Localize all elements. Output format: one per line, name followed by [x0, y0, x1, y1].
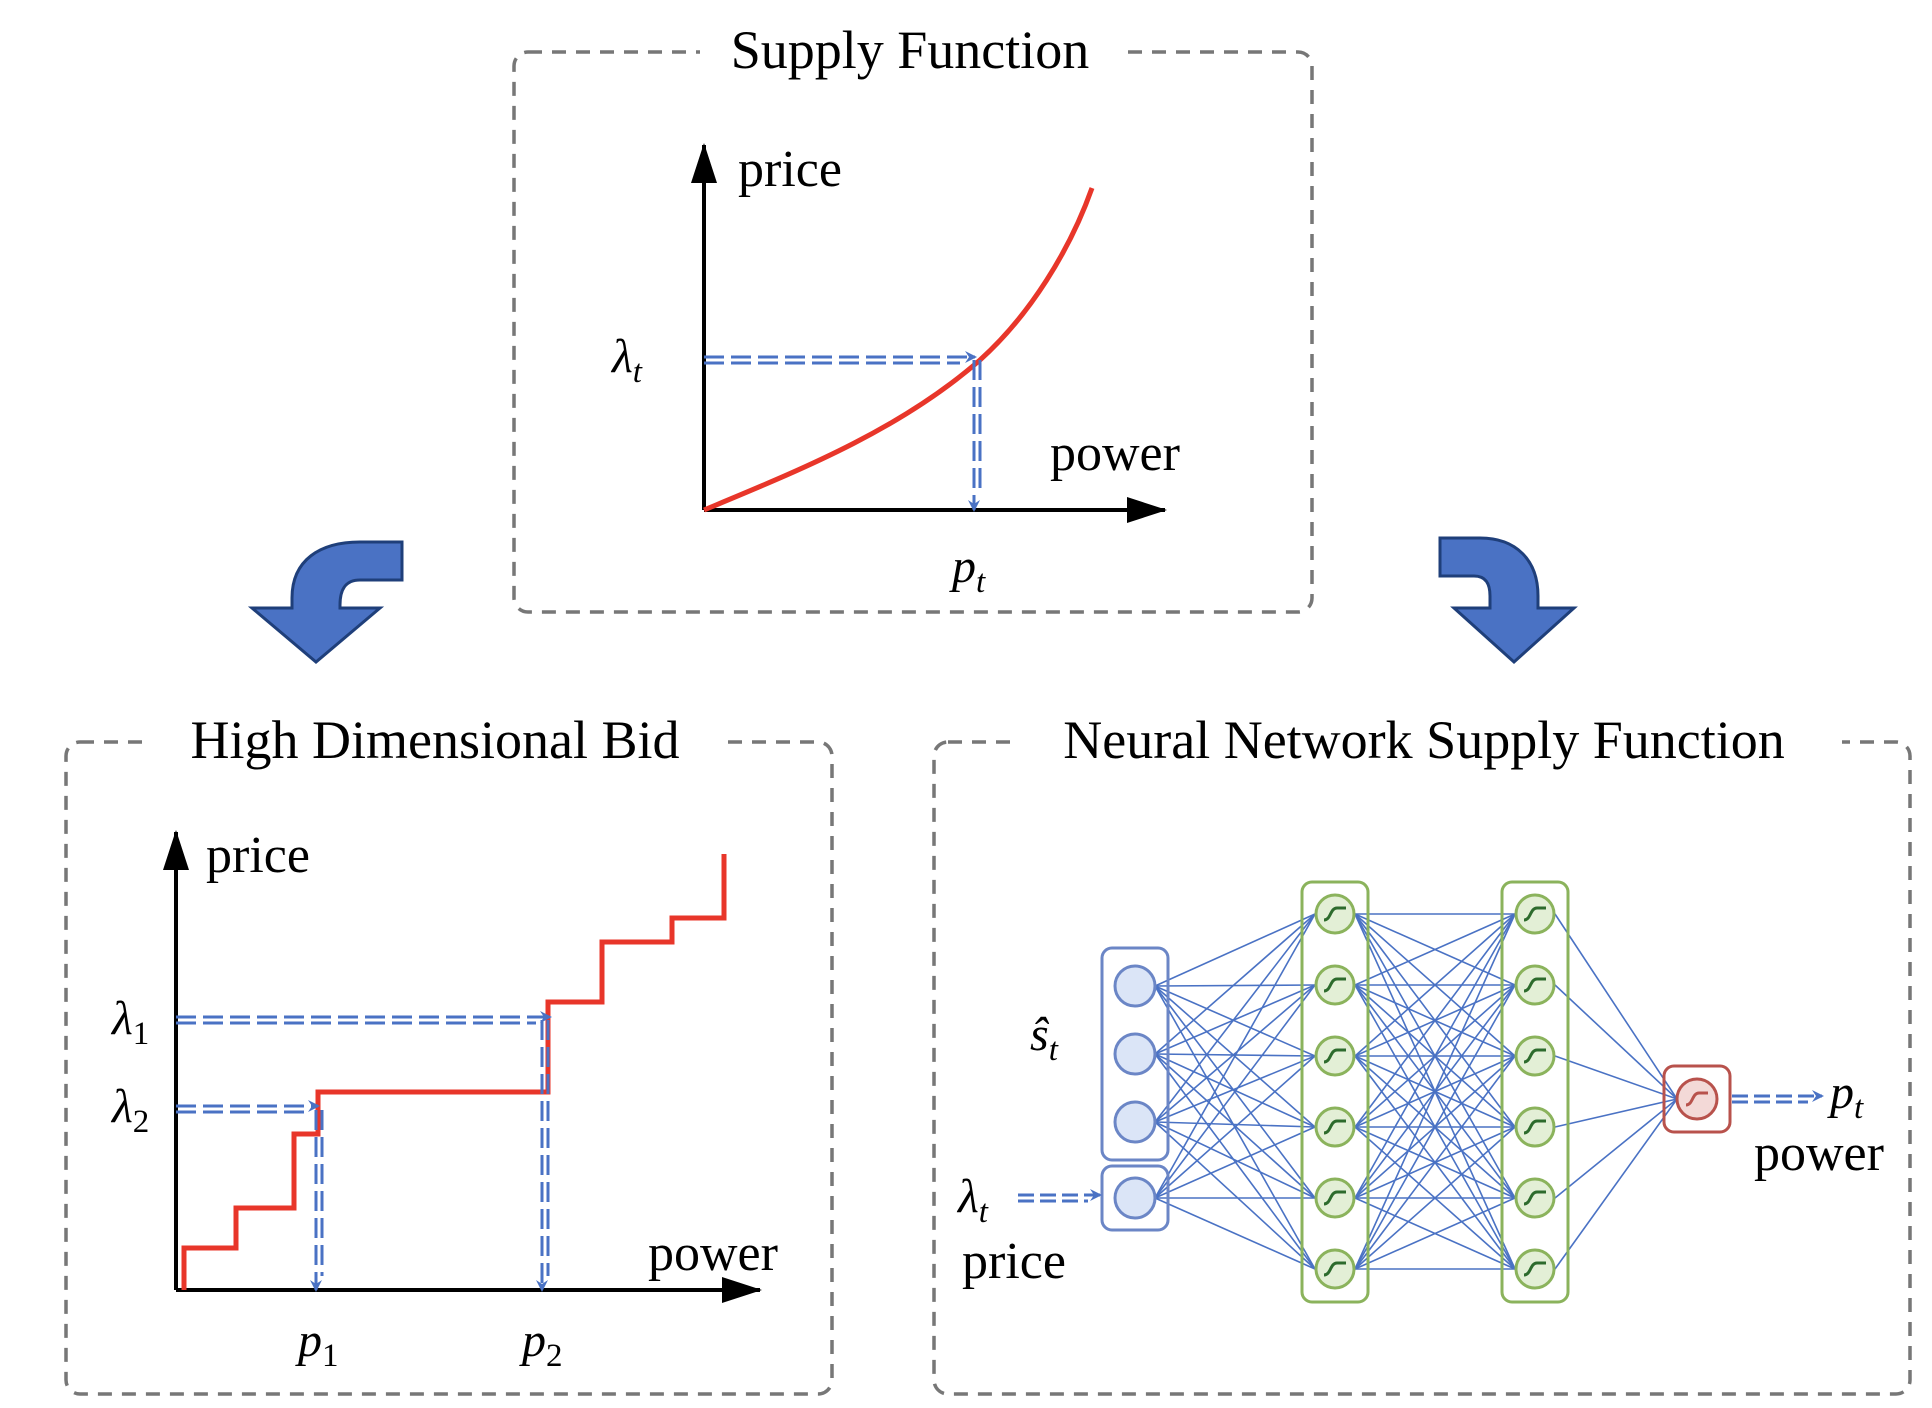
bid-step-curve — [181, 854, 727, 1290]
bid-panel-title: High Dimensional Bid — [191, 710, 680, 770]
nn-edge — [1354, 913, 1516, 1270]
nn-nodes — [1113, 893, 1719, 1290]
bid-x-axis-label: power — [648, 1225, 778, 1282]
nn-output-label: pt — [1827, 1066, 1864, 1126]
nn-edge — [1354, 1197, 1516, 1270]
nn-connections — [1154, 913, 1678, 1270]
nn-edge — [1154, 1055, 1316, 1123]
nn-edge — [1354, 984, 1516, 1270]
nn-edge — [1154, 984, 1316, 987]
nn-edge — [1154, 913, 1316, 987]
supply-curve — [703, 187, 1095, 513]
hidden-node — [1514, 964, 1556, 1006]
right-curved-arrow — [1438, 536, 1578, 665]
high-dimensional-bid-panel: High Dimensional Bid price power λ1 λ2 p… — [64, 710, 834, 1396]
bid-panel-border — [64, 740, 834, 1396]
nn-edge — [1154, 985, 1316, 1057]
nn-edge — [1154, 1121, 1316, 1270]
hidden-node — [1314, 893, 1356, 935]
nn-edge — [1154, 1055, 1316, 1199]
hidden-node — [1314, 1035, 1356, 1077]
supply-panel-border — [512, 50, 1314, 614]
supply-lambda-label: λt — [610, 330, 643, 390]
nn-edge — [1554, 1098, 1678, 1128]
output-node — [1675, 1077, 1719, 1121]
nn-edge — [1554, 1055, 1678, 1100]
bid-p1-label: p1 — [295, 1314, 339, 1374]
input-node — [1113, 964, 1157, 1008]
output-node-box — [1662, 1064, 1732, 1134]
supply-y-axis-label: price — [738, 141, 842, 198]
nn-edge — [1354, 913, 1516, 1199]
nn-edge — [1154, 1121, 1316, 1199]
bid-p2-label: p2 — [519, 1314, 563, 1374]
hidden-node — [1514, 1177, 1556, 1219]
neural-network-panel: Neural Network Supply Function ŝt λt pri… — [932, 710, 1912, 1396]
nn-edge — [1354, 913, 1516, 1057]
hidden-layer-1-box — [1300, 880, 1370, 1304]
hidden-node — [1514, 893, 1556, 935]
nn-state-label: ŝt — [1030, 1008, 1059, 1068]
nn-edge — [1554, 984, 1678, 1100]
input-node — [1113, 1032, 1157, 1076]
hidden-node — [1514, 1106, 1556, 1148]
hidden-node — [1514, 1035, 1556, 1077]
nn-edge — [1154, 1121, 1316, 1128]
bid-lambda2-label: λ2 — [110, 1080, 149, 1140]
nn-edge — [1554, 1098, 1678, 1270]
hidden-node — [1314, 1106, 1356, 1148]
nn-edge — [1154, 913, 1316, 1123]
hidden-node — [1314, 1248, 1356, 1290]
nn-input-label: λt — [956, 1170, 989, 1230]
hidden-node — [1314, 964, 1356, 1006]
nn-edge — [1354, 913, 1516, 986]
hidden-layer-2-box — [1500, 880, 1570, 1304]
supply-x-axis-label: power — [1050, 425, 1180, 482]
nn-panel-border — [932, 740, 1912, 1396]
nn-edge — [1554, 913, 1678, 1100]
bid-y-axis-label: price — [206, 827, 310, 884]
nn-edge — [1154, 984, 1316, 1055]
nn-panel-title: Neural Network Supply Function — [1063, 710, 1784, 770]
nn-edge — [1154, 1053, 1316, 1270]
supply-panel-title: Supply Function — [731, 20, 1090, 80]
hidden-node — [1514, 1248, 1556, 1290]
bid-lambda1-label: λ1 — [110, 992, 149, 1052]
input-node — [1113, 1176, 1157, 1220]
nn-edge — [1154, 984, 1316, 1123]
nn-edge — [1154, 1197, 1316, 1270]
left-curved-arrow — [247, 540, 404, 664]
supply-p-label: pt — [949, 540, 986, 600]
nn-edge — [1154, 913, 1316, 1055]
nn-edge — [1154, 984, 1316, 1199]
nn-input-caption: price — [962, 1233, 1066, 1290]
state-input-box — [1100, 946, 1170, 1162]
nn-edge — [1354, 913, 1516, 1128]
nn-edge — [1354, 1126, 1516, 1270]
input-node — [1113, 1100, 1157, 1144]
nn-edge — [1154, 1126, 1316, 1199]
nn-output-caption: power — [1754, 1125, 1884, 1182]
nn-edge — [1554, 1098, 1678, 1199]
hidden-node — [1314, 1177, 1356, 1219]
price-input-box — [1100, 1164, 1170, 1232]
nn-edge — [1354, 1055, 1516, 1270]
nn-edge — [1154, 913, 1316, 1199]
supply-function-panel: Supply Function price power λt pt — [512, 20, 1314, 614]
